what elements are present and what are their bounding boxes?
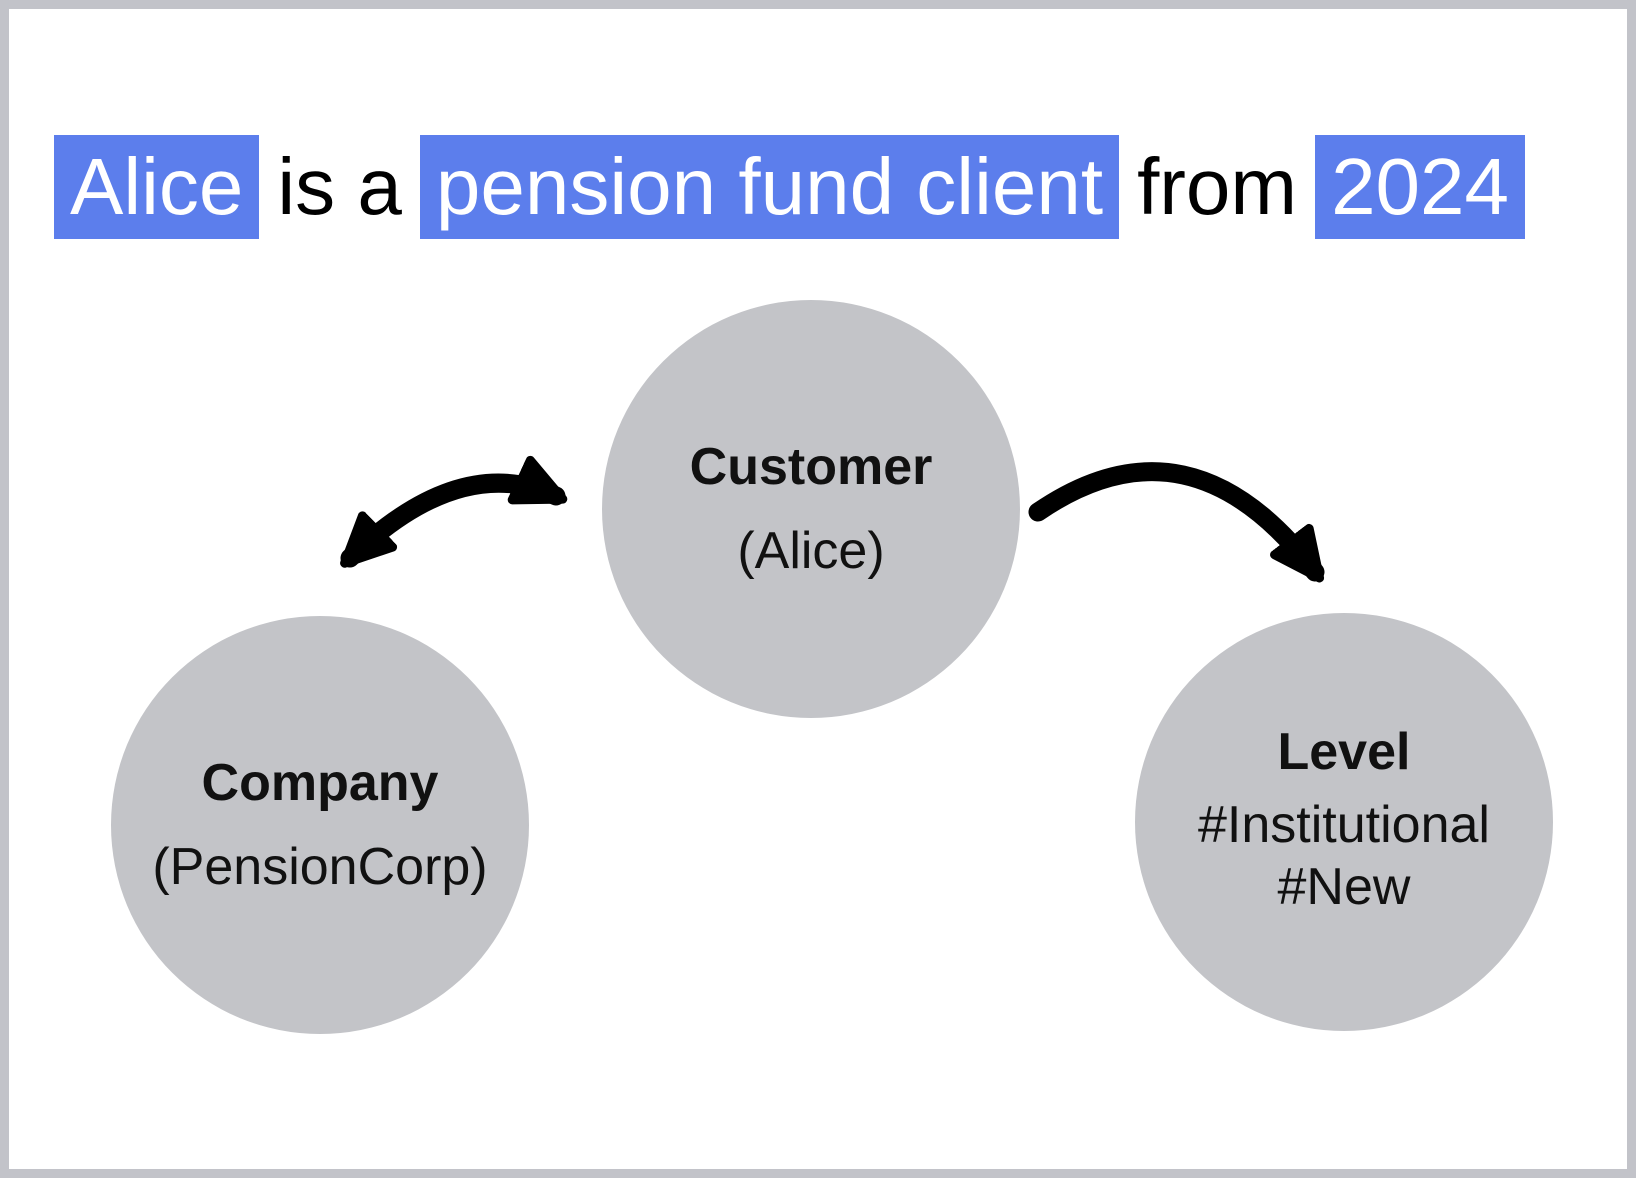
node-company-value: (PensionCorp)	[152, 838, 488, 896]
node-company-label: Company	[201, 754, 439, 812]
node-level: Level #Institutional #New	[1135, 613, 1553, 1031]
title-segment-plain: from	[1137, 142, 1298, 231]
node-level-tag: #New	[1277, 858, 1411, 916]
node-level-tag: #Institutional	[1198, 795, 1490, 854]
title-segment-highlighted: 2024	[1315, 135, 1526, 239]
node-customer-label: Customer	[689, 438, 933, 496]
title-segment-highlighted: Alice	[54, 135, 260, 239]
node-level-tags: #Institutional #New	[1198, 794, 1490, 919]
title-segment-highlighted: pension fund client	[419, 135, 1120, 239]
node-customer: Customer (Alice)	[602, 300, 1020, 718]
node-level-label: Level	[1277, 722, 1411, 781]
edge-customer-level-arrow	[1028, 462, 1325, 583]
node-company: Company (PensionCorp)	[111, 616, 529, 1034]
node-customer-value: (Alice)	[737, 522, 885, 580]
title-segment-plain: is a	[277, 142, 402, 231]
title-sentence: Alice is a pension fund client from 2024	[54, 135, 1526, 239]
edge-customer-company-arrow	[340, 455, 568, 568]
